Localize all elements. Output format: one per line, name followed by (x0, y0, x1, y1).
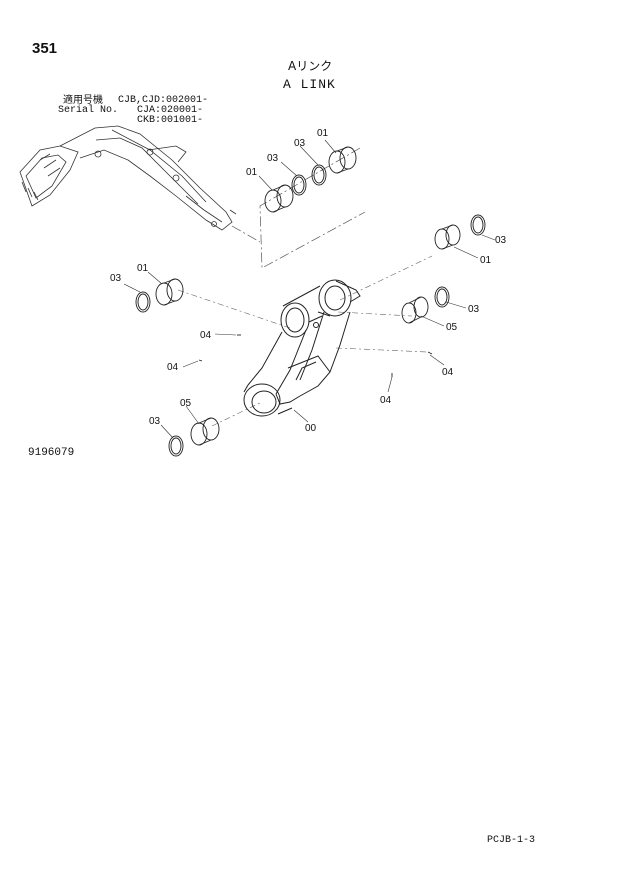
ring-03-right-top (470, 214, 486, 236)
callout-03-lower-left: 03 (149, 416, 161, 427)
sleeve-01-left (155, 278, 184, 306)
sleeve-05-right (401, 296, 429, 324)
ring-03-lower-left (168, 435, 184, 457)
ring-03-left (135, 291, 151, 313)
callout-04-bottom: 04 (380, 395, 392, 406)
excavator-thumbnail (19, 125, 237, 231)
callout-01-top-right: 01 (317, 128, 329, 139)
serial-code-ckb: CKB:001001- (137, 115, 204, 126)
callout-00-link: 00 (305, 423, 317, 434)
callout-05-right: 05 (446, 322, 458, 333)
serial-label-english: Serial No. (58, 105, 119, 116)
serial-label-japanese: 適用号機 (63, 95, 103, 106)
sleeve-01-right (434, 224, 461, 250)
serial-code-cja: CJA:020001- (137, 105, 204, 116)
callout-03-left: 03 (110, 273, 122, 284)
callout-03-top-a: 03 (267, 153, 279, 164)
drawing-reference-number: 9196079 (28, 447, 75, 459)
callout-04-left: 04 (167, 362, 179, 373)
callout-01-top-left: 01 (246, 167, 258, 178)
ring-03-upper-b (311, 164, 327, 186)
serial-code-cjb-cjd: CJB,CJD:002001- (118, 95, 209, 106)
title-english: A LINK (283, 77, 336, 92)
sleeve-01-upper-left (264, 184, 294, 213)
pin-04-markers (198, 334, 433, 377)
a-link-body (243, 279, 361, 417)
callout-04-right: 04 (442, 367, 454, 378)
callout-03-right-top: 03 (495, 235, 507, 246)
page-number: 351 (32, 40, 58, 57)
sleeve-05-lower-left (190, 417, 220, 446)
callout-01-right: 01 (480, 255, 492, 266)
callout-03-right-bottom: 03 (468, 304, 480, 315)
ring-03-right-bottom (434, 286, 450, 308)
sleeve-01-upper-right (328, 146, 357, 174)
callout-03-top-b: 03 (294, 138, 306, 149)
ring-03-upper-a (291, 174, 307, 196)
callout-05-lower-left: 05 (180, 398, 192, 409)
callout-04-upper-left: 04 (200, 330, 212, 341)
callout-01-left: 01 (137, 263, 149, 274)
title-japanese: Aリンク (288, 59, 333, 73)
footer-page-code: PCJB-1-3 (487, 835, 536, 846)
